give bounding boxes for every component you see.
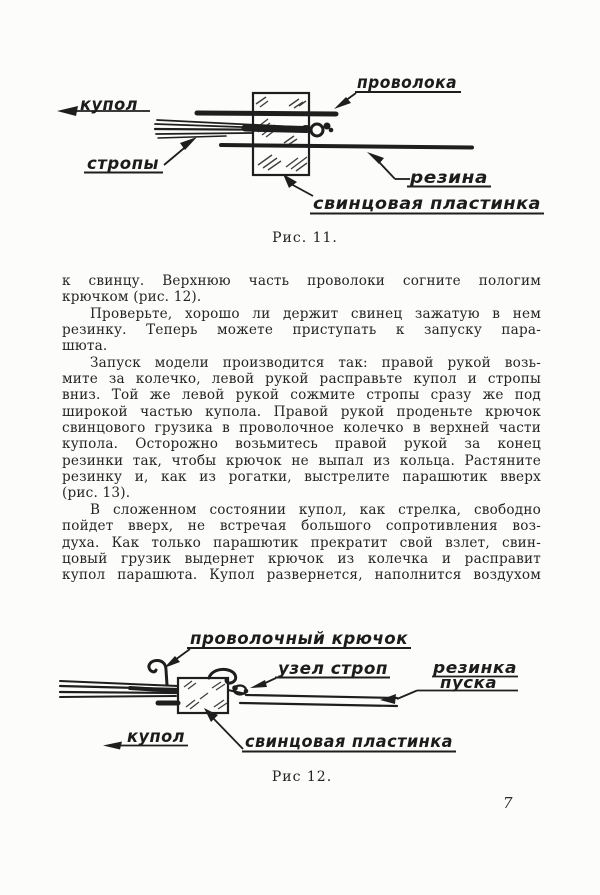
wire-hook bbox=[147, 658, 169, 687]
shroud-knot bbox=[227, 684, 249, 696]
fig11-label-rezina: резина bbox=[409, 168, 488, 188]
text-line: к свинцу. Верхнюю часть проволоки согнит… bbox=[62, 273, 541, 289]
text-line: духа. Как только парашютик прекратит сво… bbox=[62, 534, 541, 551]
fig11-label-plastinka: свинцовая пластинка bbox=[313, 194, 541, 214]
arrowhead bbox=[57, 106, 78, 116]
shroud-lines bbox=[58, 680, 180, 698]
text-line: широкой частью купола. Правой рукой прод… bbox=[62, 403, 541, 420]
body-text: к свинцу. Верхнюю часть проволоки согнит… bbox=[62, 273, 541, 584]
arrowhead bbox=[367, 152, 384, 164]
text-line: Проверьте, хорошо ли держит свинец зажат… bbox=[90, 305, 541, 322]
fig12-label-uzel: узел строп bbox=[278, 659, 388, 679]
text-line: шюта. bbox=[62, 338, 108, 355]
text-line: купола. Осторожно возьмитесь правой руко… bbox=[62, 436, 541, 453]
arrowhead bbox=[164, 656, 180, 668]
figure-11-diagram: купол стропы проволока резина свинцовая … bbox=[57, 73, 544, 215]
arrowhead bbox=[250, 680, 267, 688]
arrowhead bbox=[204, 708, 218, 722]
text-line: Запуск модели производится так: правой р… bbox=[90, 354, 541, 371]
text-line: крючком (рис. 12). bbox=[62, 289, 202, 306]
fig12-label-kupol: купол bbox=[127, 727, 185, 747]
wire-line bbox=[194, 110, 339, 117]
figure-12-caption: Рис 12. bbox=[271, 769, 333, 785]
wire-ring bbox=[301, 122, 334, 138]
plate-hatching bbox=[183, 680, 228, 710]
fig12-label-kryuchok: проволочный крючок bbox=[190, 629, 408, 649]
text-line: цовый грузик выдернет крючок из колечка … bbox=[62, 550, 541, 567]
arrowhead bbox=[334, 97, 351, 109]
text-line: В сложенном состоянии купол, как стрелка… bbox=[90, 501, 541, 518]
arrowhead bbox=[103, 741, 122, 750]
fig11-label-kupol: купол bbox=[80, 95, 138, 115]
text-line: вниз. Той же левой рукой сожмите стропы … bbox=[62, 387, 541, 404]
fig12-label-rezinka: резинка bbox=[432, 658, 517, 677]
hook-arch bbox=[207, 667, 238, 685]
text-line: резинки так, чтобы крючок не выпал из ко… bbox=[62, 452, 541, 469]
figure-11-caption: Рис. 11. bbox=[272, 230, 338, 246]
text-line: свинцового грузика в проволочное колечко… bbox=[62, 420, 541, 437]
arrowhead bbox=[180, 137, 197, 150]
figure-12-diagram: проволочный крючок узел строп резинка пу… bbox=[58, 629, 518, 753]
arrowhead bbox=[283, 174, 297, 188]
fig12-label-plastinka: свинцовая пластинка bbox=[245, 732, 453, 752]
fig11-label-provoloka: проволока bbox=[357, 73, 457, 93]
launch-rubber bbox=[238, 693, 399, 708]
fig12-label-puska: пуска bbox=[440, 673, 497, 692]
text-line: пойдет вверх, не встречая большого сопро… bbox=[62, 518, 541, 535]
shroud-lines bbox=[153, 119, 310, 139]
rubber-band bbox=[219, 143, 474, 150]
text-line: мите за колечко, левой рукой расправьте … bbox=[62, 371, 541, 388]
fig11-label-stropy: стропы bbox=[87, 154, 159, 174]
text-line: резинку и, как из рогатки, выстрелите па… bbox=[62, 469, 541, 486]
arrowhead bbox=[380, 694, 396, 704]
page-number: 7 bbox=[503, 794, 513, 812]
text-line: резинку. Теперь можете приступать к запу… bbox=[62, 322, 541, 339]
text-line: (рис. 13). bbox=[62, 485, 131, 502]
text-line: купол парашюта. Купол развернется, напол… bbox=[62, 567, 541, 584]
